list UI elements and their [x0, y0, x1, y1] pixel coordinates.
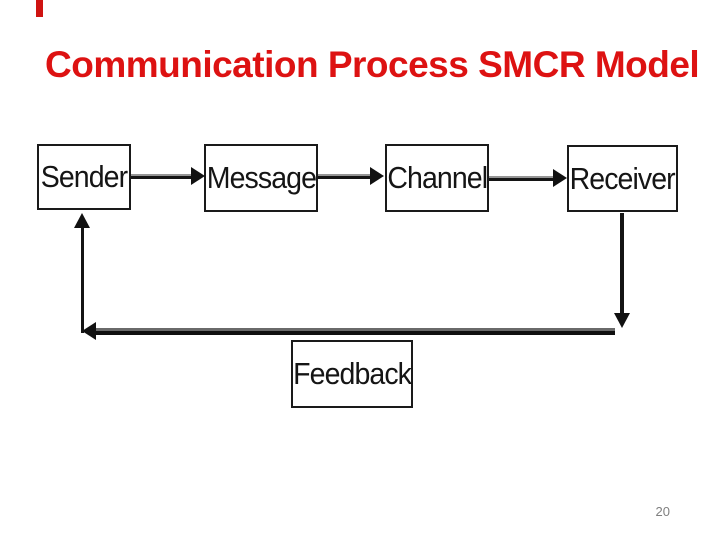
node-sender: Sender: [37, 144, 131, 210]
arrow-sender-to-message-line: [131, 174, 193, 179]
node-channel: Channel: [385, 144, 489, 212]
slide-title: Communication Process SMCR Model: [45, 44, 700, 85]
arrowhead-right-icon: [553, 169, 567, 187]
arrowhead-down-icon: [614, 313, 630, 328]
arrow-receiver-down-line: [620, 213, 624, 315]
node-receiver: Receiver: [567, 145, 678, 212]
node-message-label: Message: [206, 160, 316, 195]
node-feedback-label: Feedback: [293, 356, 412, 391]
arrowhead-up-icon: [74, 213, 90, 228]
top-accent-mark: [36, 0, 43, 17]
node-feedback: Feedback: [291, 340, 413, 408]
arrowhead-right-icon: [370, 167, 384, 185]
node-message: Message: [204, 144, 318, 212]
arrow-up-to-sender-line: [81, 227, 84, 333]
arrowhead-left-icon: [82, 322, 96, 340]
arrow-channel-to-receiver-line: [489, 176, 554, 181]
node-receiver-label: Receiver: [569, 160, 676, 196]
page-number: 20: [655, 504, 670, 519]
feedback-return-line: [93, 328, 615, 335]
node-sender-label: Sender: [40, 159, 128, 194]
node-channel-label: Channel: [387, 160, 488, 195]
arrow-message-to-channel-line: [318, 174, 372, 179]
arrowhead-right-icon: [191, 167, 205, 185]
